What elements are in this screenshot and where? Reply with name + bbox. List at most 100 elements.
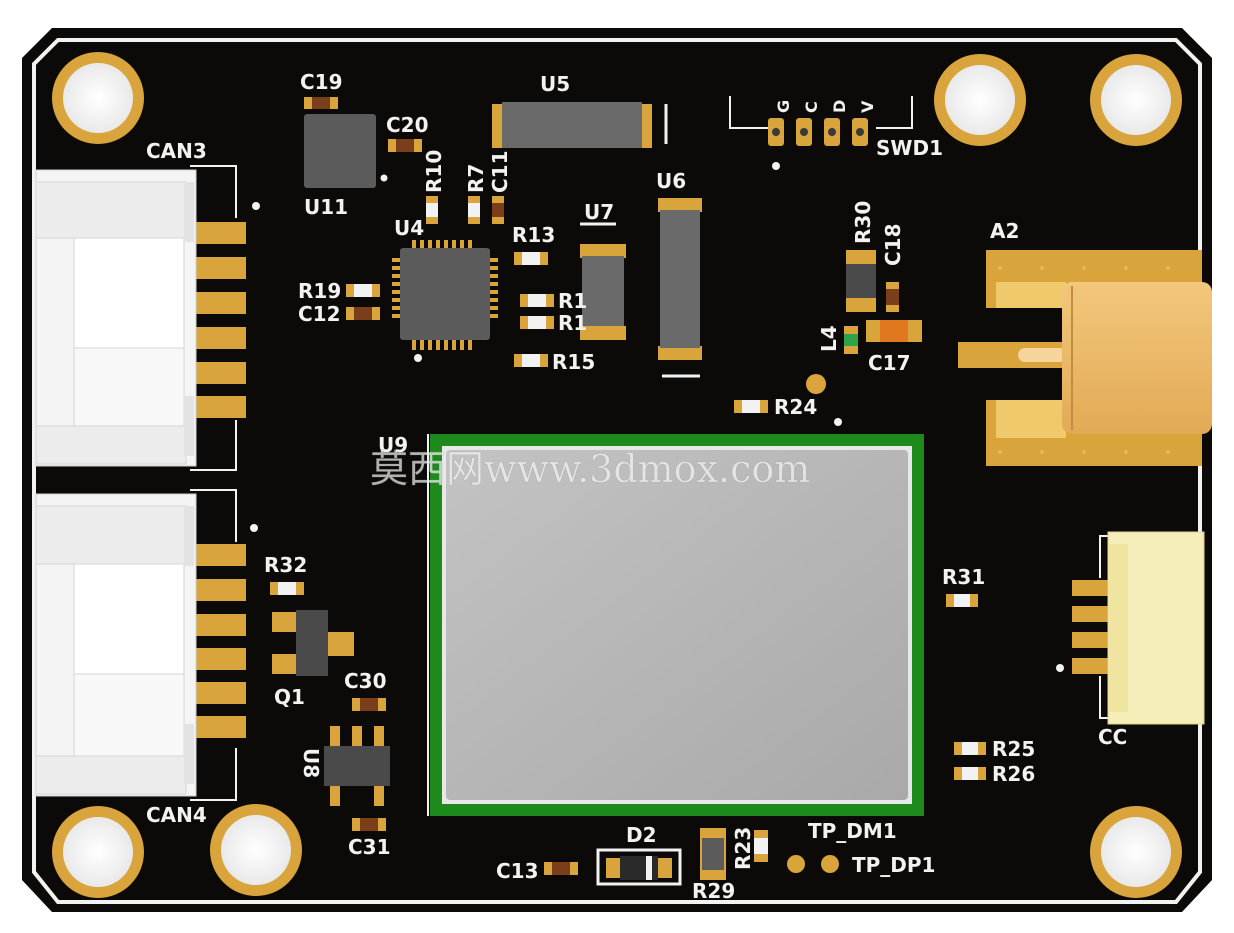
label-cc: CC [1098,725,1127,749]
r13-resistor [514,252,548,265]
r29-resistor [700,828,726,880]
pin1-dot [252,202,260,210]
label-r19: R19 [298,279,341,303]
mounting-hole [210,804,302,896]
pin1-dot [380,174,388,182]
d2-diode [596,848,682,886]
label-tp-dp1: TP_DP1 [852,853,935,877]
pin1-dot [834,418,842,426]
r1-resistor [520,294,554,307]
label-r30: R30 [851,201,875,244]
r19-resistor [346,284,380,297]
c19-capacitor [304,97,338,109]
u5-chip [492,102,668,148]
r7-resistor [468,196,480,224]
r24-resistor [734,400,768,413]
label-c19: C19 [300,70,343,94]
mounting-hole [52,52,144,144]
label-u5: U5 [540,72,570,96]
r32-resistor [270,582,304,595]
label-swd-c: C [802,101,821,113]
pin1-dot [414,354,422,362]
board-edge-outline [32,38,1202,904]
label-swd1: SWD1 [876,136,943,160]
tp-dm1-pad [787,855,805,873]
r1-resistor [520,316,554,329]
label-u9: U9 [378,433,408,457]
c11-capacitor [492,196,504,224]
mounting-hole [934,54,1026,146]
pin1-dot [250,524,258,532]
can3-connector [35,165,246,471]
a2-sma-connector [958,250,1212,466]
u4-chip [392,240,498,350]
can4-connector [35,489,246,801]
c17-capacitor [866,320,922,342]
u11-chip [304,114,376,188]
r30-component [846,250,876,312]
label-swd-v: V [858,100,877,113]
c20-capacitor [388,139,422,152]
u7-chip [580,222,626,340]
u9-shield-can [427,434,924,816]
label-u4: U4 [394,216,424,240]
label-r15: R15 [552,350,595,374]
label-r7: R7 [464,164,488,193]
mounting-hole [1090,54,1182,146]
label-c13: C13 [496,859,539,883]
label-q1: Q1 [274,685,305,709]
label-tp-dm1: TP_DM1 [808,819,897,843]
label-c30: C30 [344,669,387,693]
u6-chip [658,198,702,378]
r25-resistor [954,742,986,755]
cc-connector [1072,531,1205,725]
label-swd-g: G [774,100,793,113]
c12-capacitor [346,307,380,320]
l4-inductor [844,326,858,354]
label-r26: R26 [992,762,1035,786]
label-c31: C31 [348,835,391,859]
label-r10: R10 [422,150,446,193]
c18-capacitor [886,282,899,312]
label-can4: CAN4 [146,803,207,827]
q1-transistor [272,610,354,676]
label-c18: C18 [881,223,905,266]
label-r1-a: R1 [558,289,587,313]
r31-resistor [946,594,978,607]
label-r23: R23 [731,827,755,870]
c30-capacitor [352,698,386,711]
tp-dp1-pad [821,855,839,873]
label-c17: C17 [868,351,911,375]
r23-resistor [754,830,768,862]
label-r29: R29 [692,879,735,903]
watermark-text: 莫西网www.3dmox.com [370,447,810,491]
label-u8: U8 [299,748,323,778]
label-u7: U7 [584,200,614,224]
swd1-header [729,96,913,146]
label-u11: U11 [304,195,348,219]
c13-capacitor [544,862,578,875]
mounting-hole [1090,806,1182,898]
label-swd-d: D [830,100,849,113]
label-r24: R24 [774,395,817,419]
label-r32: R32 [264,553,307,577]
pin1-dot [1056,664,1064,672]
label-u6: U6 [656,169,686,193]
label-c20: C20 [386,113,429,137]
label-d2: D2 [626,823,657,847]
label-r13: R13 [512,223,555,247]
label-c12: C12 [298,302,341,326]
label-l4: L4 [817,325,841,352]
test-pad [806,374,826,394]
label-a2: A2 [990,219,1019,243]
r26-resistor [954,767,986,780]
u8-chip [324,726,390,806]
label-r1-b: R1 [558,311,587,335]
r10-resistor [426,196,438,224]
label-c11: C11 [488,150,512,193]
mounting-hole [52,806,144,898]
label-r25: R25 [992,737,1035,761]
label-r31: R31 [942,565,985,589]
